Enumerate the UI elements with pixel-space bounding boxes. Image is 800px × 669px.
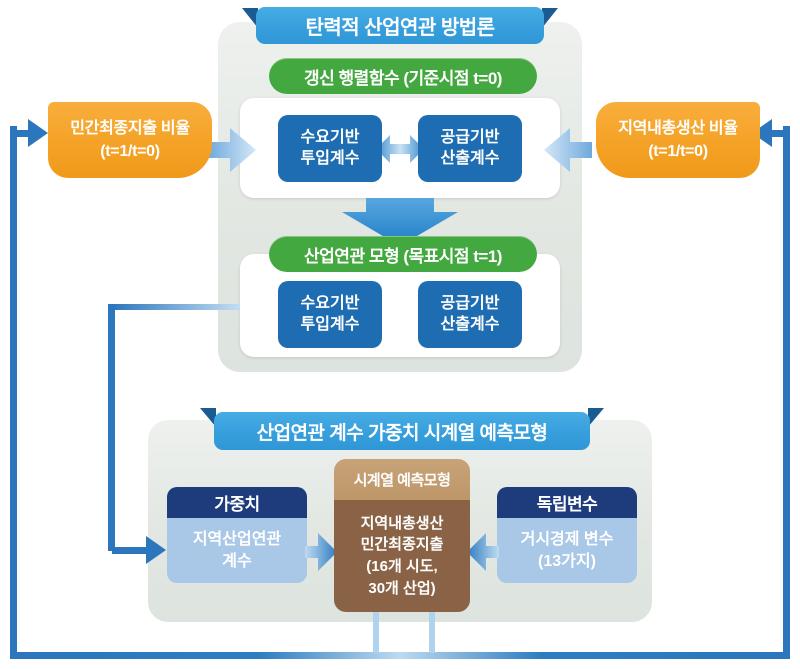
- timeseries-body-line1: 지역내총생산: [360, 514, 444, 532]
- methodology-title-label: 탄력적 산업연관 방법론: [305, 17, 495, 39]
- left-arrow-icon: [544, 128, 592, 172]
- weight-header-label: 가중치: [214, 495, 260, 514]
- right-arrow-icon: [305, 533, 337, 571]
- down-arrow-icon: [342, 198, 458, 246]
- supply-output-coefficient-box-2: 공급기반 산출계수: [418, 281, 522, 348]
- model-to-weight-line-stub: [112, 547, 148, 554]
- right-arrow-icon: [208, 128, 256, 172]
- timeseries-model-header: 시계열 예측모형: [334, 459, 470, 500]
- demand-input2-line1: 수요기반: [300, 294, 360, 312]
- forecast-title-label: 산업연관 계수 가중치 시계열 예측모형: [256, 422, 548, 444]
- supply-output-line2: 산출계수: [440, 149, 500, 167]
- forecast-title: 산업연관 계수 가중치 시계열 예측모형: [214, 412, 590, 450]
- supply-output-coefficient-box: 공급기반 산출계수: [418, 115, 522, 182]
- right-arrow-icon: [146, 536, 166, 564]
- right-arrow-icon: [28, 119, 48, 147]
- supply-output-line1: 공급기반: [440, 128, 500, 146]
- independent-body-line2: (13가지): [538, 552, 596, 570]
- weight-body: 지역산업연관 계수: [167, 518, 307, 583]
- double-arrow-icon: [376, 135, 424, 163]
- demand-input-coefficient-box: 수요기반 투입계수: [278, 115, 382, 182]
- feedback-stub-right: [770, 130, 788, 137]
- timeseries-model-header-label: 시계열 예측모형: [353, 472, 451, 489]
- independent-variable-header: 독립변수: [497, 487, 637, 518]
- regional-gdp-ratio-box: 지역내총생산 비율 (t=1/t=0): [596, 102, 760, 178]
- update-function-header: 갱신 행렬함수 (기준시점 t=0): [269, 58, 537, 94]
- update-function-label: 갱신 행렬함수 (기준시점 t=0): [304, 68, 502, 88]
- timeseries-body-line2: 민간최종지출: [360, 536, 444, 554]
- feedback-line-right: [783, 126, 790, 659]
- private-expenditure-ratio-box: 민간최종지출 비율 (t=1/t=0): [48, 102, 212, 178]
- model-output-line-left: [373, 611, 379, 653]
- timeseries-body-line3: (16개 시도,: [366, 558, 438, 575]
- left-arrow-icon: [467, 533, 499, 571]
- regional-gdp-line1: 지역내총생산 비율: [618, 119, 738, 137]
- io-model-header: 산업연관 모형 (목표시점 t=1): [269, 236, 537, 272]
- weight-body-line2: 계수: [222, 552, 252, 570]
- supply-output2-line1: 공급기반: [440, 294, 500, 312]
- timeseries-body-line4: 30개 산업): [368, 579, 436, 597]
- io-model-label: 산업연관 모형 (목표시점 t=1): [304, 246, 502, 266]
- feedback-stub-left: [12, 130, 30, 137]
- model-to-weight-line-vertical: [108, 304, 115, 551]
- methodology-title: 탄력적 산업연관 방법론: [256, 7, 544, 44]
- timeseries-model-body: 지역내총생산 민간최종지출 (16개 시도, 30개 산업): [334, 500, 470, 612]
- independent-variable-body: 거시경제 변수 (13가지): [497, 518, 637, 583]
- model-to-weight-line-horizontal: [110, 304, 240, 310]
- feedback-line-bottom: [10, 652, 790, 659]
- independent-body-line1: 거시경제 변수: [520, 530, 614, 548]
- private-expenditure-line2: (t=1/t=0): [100, 143, 160, 160]
- demand-input-line1: 수요기반: [300, 128, 360, 146]
- supply-output2-line2: 산출계수: [440, 315, 500, 333]
- demand-input-coefficient-box-2: 수요기반 투입계수: [278, 281, 382, 348]
- weight-header: 가중치: [167, 487, 307, 518]
- feedback-line-left: [10, 126, 17, 659]
- independent-variable-header-label: 독립변수: [536, 495, 598, 514]
- model-output-line-right: [429, 611, 435, 653]
- regional-gdp-line2: (t=1/t=0): [648, 143, 708, 160]
- demand-input2-line2: 투입계수: [300, 315, 360, 333]
- weight-body-line1: 지역산업연관: [192, 530, 282, 548]
- demand-input-line2: 투입계수: [300, 149, 360, 167]
- private-expenditure-line1: 민간최종지출 비율: [70, 119, 190, 137]
